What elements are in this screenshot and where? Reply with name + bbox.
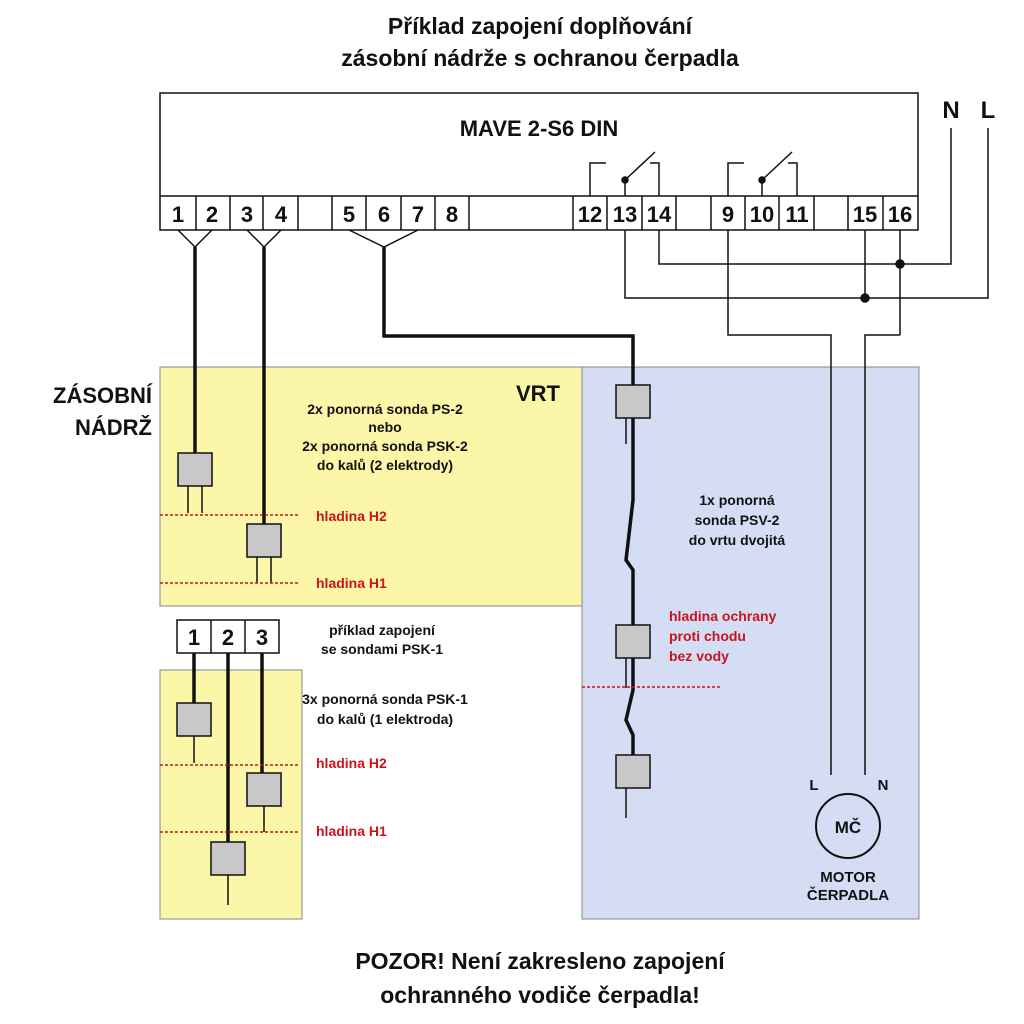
terminal-4: 4	[275, 202, 288, 227]
tank-label-1: ZÁSOBNÍ	[53, 383, 153, 408]
terminal-14: 14	[647, 202, 672, 227]
example-desc-1: 3x ponorná sonda PSK-1	[302, 691, 468, 707]
relay-contact-1	[589, 151, 660, 196]
example-terminal-2: 2	[222, 625, 234, 650]
terminal-3: 3	[241, 202, 253, 227]
tank-desc-4: do kalů (2 elektrody)	[317, 457, 453, 473]
tank-panel	[159, 366, 584, 607]
example-terminal-1: 1	[188, 625, 200, 650]
warning-line-2: ochranného vodiče čerpadla!	[380, 982, 700, 1008]
terminal-6: 6	[378, 202, 390, 227]
terminal-2: 2	[206, 202, 218, 227]
tank-level-h2-label: hladina H2	[316, 508, 387, 524]
terminal-13: 13	[613, 202, 637, 227]
example-probe-1	[176, 702, 212, 763]
example-probe-3	[210, 841, 246, 905]
example-terminal-block	[176, 619, 280, 654]
tank-probe-upper	[177, 452, 213, 513]
motor-l-label: L	[809, 777, 818, 794]
tank-desc-1: 2x ponorná sonda PS-2	[307, 401, 463, 417]
motor-symbol: MČ	[835, 818, 861, 837]
example-probe-2	[246, 772, 282, 832]
power-wiring	[624, 128, 989, 775]
probe-cables	[193, 247, 635, 755]
example-level-h1-label: hladina H1	[316, 823, 387, 839]
tank-desc-3: 2x ponorná sonda PSK-2	[302, 438, 468, 454]
tank-probe-lower	[246, 523, 282, 583]
terminal-7: 7	[412, 202, 424, 227]
supply-n-label: N	[942, 97, 959, 124]
supply-l-label: L	[981, 97, 996, 124]
probe-splits	[177, 229, 419, 249]
terminal-9: 9	[722, 202, 734, 227]
example-cables	[192, 653, 264, 842]
terminal-5: 5	[343, 202, 355, 227]
device-name: MAVE 2-S6 DIN	[460, 116, 619, 141]
example-caption-1: příklad zapojení	[329, 622, 436, 638]
example-desc-2: do kalů (1 elektroda)	[317, 711, 453, 727]
well-desc-3: do vrtu dvojitá	[689, 532, 786, 548]
terminal-10: 10	[750, 202, 774, 227]
well-probe-top	[615, 384, 651, 444]
tank-level-h1-label: hladina H1	[316, 575, 387, 591]
well-protection-3: bez vody	[669, 648, 729, 664]
well-protection-1: hladina ochrany	[669, 608, 777, 624]
motor-n-label: N	[878, 777, 889, 794]
terminal-8: 8	[446, 202, 458, 227]
tank-desc-2: nebo	[368, 419, 401, 435]
terminal-15: 15	[853, 202, 877, 227]
title-line-1: Příklad zapojení doplňování	[388, 13, 694, 39]
example-terminal-3: 3	[256, 625, 268, 650]
tank-label-2: NÁDRŽ	[75, 415, 152, 440]
well-probe-bottom	[615, 754, 651, 818]
pump-motor	[815, 793, 881, 859]
well-label: VRT	[516, 381, 561, 406]
terminal-11: 11	[785, 202, 808, 227]
title-line-2: zásobní nádrže s ochranou čerpadla	[341, 45, 739, 71]
terminal-12: 12	[578, 202, 602, 227]
device-box	[159, 92, 919, 231]
relay-contact-2	[727, 151, 798, 196]
well-desc-2: sonda PSV-2	[695, 512, 780, 528]
terminal-16: 16	[888, 202, 912, 227]
example-level-h2-label: hladina H2	[316, 755, 387, 771]
example-caption-2: se sondami PSK-1	[321, 641, 443, 657]
well-probe-middle	[615, 624, 651, 688]
motor-caption-2: ČERPADLA	[807, 886, 889, 904]
terminal-dividers	[195, 196, 884, 230]
well-protection-2: proti chodu	[669, 628, 746, 644]
well-desc-1: 1x ponorná	[699, 492, 775, 508]
motor-caption-1: MOTOR	[820, 869, 876, 886]
warning-line-1: POZOR! Není zakresleno zapojení	[355, 948, 726, 974]
terminal-1: 1	[172, 202, 184, 227]
